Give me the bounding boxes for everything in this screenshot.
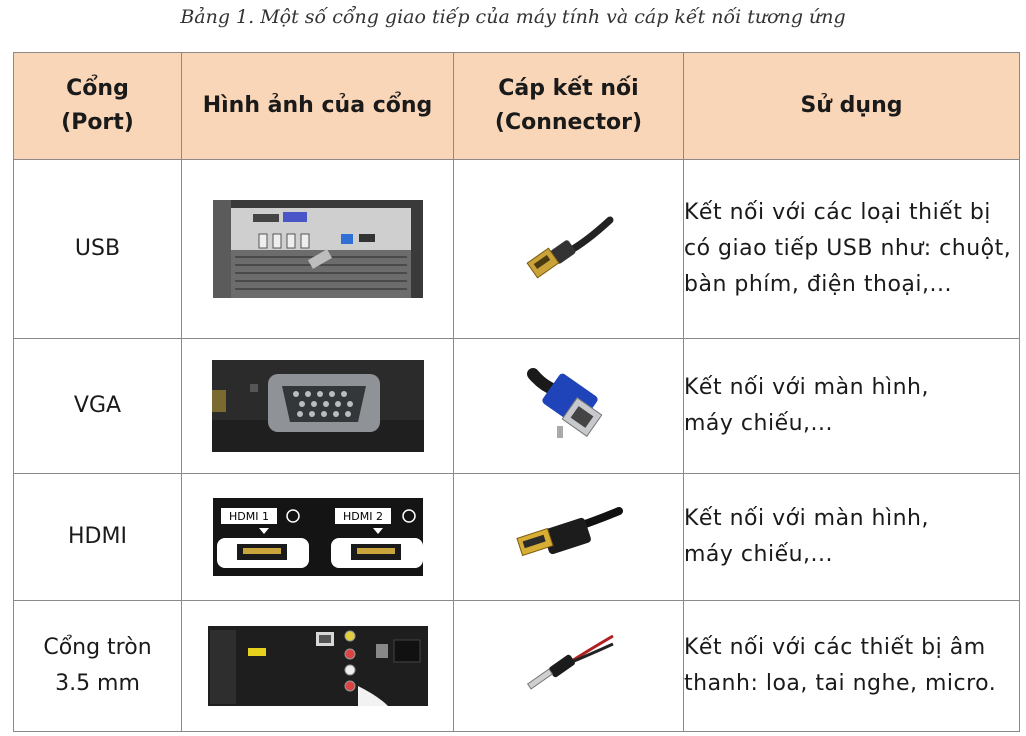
table-row: HDMI HDMI 1 HDMI 2 — [13, 473, 1020, 601]
connector-image-cell — [453, 473, 684, 601]
usage-cell: Kết nối với màn hình, máy chiếu,... — [683, 473, 1020, 601]
connector-image-cell — [453, 338, 684, 474]
header-row: Cổng (Port) Hình ảnh của cổng Cáp kết nố… — [13, 52, 1020, 160]
port-image-cell — [181, 338, 454, 474]
port-image-cell: HDMI 1 HDMI 2 — [181, 473, 454, 601]
table-row: Cổng tròn 3.5 mm — [13, 600, 1020, 732]
port-image-cell — [181, 600, 454, 732]
hdmi-cable-photo — [515, 507, 623, 567]
hdmi-1-label: HDMI 1 — [229, 510, 269, 523]
usb-cable-photo — [524, 214, 614, 284]
header-image: Hình ảnh của cổng — [181, 52, 454, 160]
table-row: USB — [13, 159, 1020, 339]
usage-cell: Kết nối với các loại thiết bị có giao ti… — [683, 159, 1020, 339]
hdmi-port-photo: HDMI 1 HDMI 2 — [212, 498, 423, 576]
audio-jack-port-photo — [207, 626, 428, 706]
vga-cable-photo — [526, 368, 611, 444]
connector-image-cell — [453, 600, 684, 732]
header-connector: Cáp kết nối (Connector) — [453, 52, 684, 160]
table-row: VGA — [13, 338, 1020, 474]
ports-table: Cổng (Port) Hình ảnh của cổng Cáp kết nố… — [13, 52, 1020, 732]
usb-port-photo — [212, 200, 423, 298]
port-name-cell: VGA — [13, 338, 182, 474]
vga-port-photo — [211, 360, 424, 452]
port-name-cell: HDMI — [13, 473, 182, 601]
table-caption: Bảng 1. Một số cổng giao tiếp của máy tí… — [180, 6, 846, 28]
port-image-cell — [181, 159, 454, 339]
header-port: Cổng (Port) — [13, 52, 182, 160]
header-usage: Sử dụng — [683, 52, 1020, 160]
port-name-cell: USB — [13, 159, 182, 339]
hdmi-2-label: HDMI 2 — [343, 510, 383, 523]
connector-image-cell — [453, 159, 684, 339]
usage-cell: Kết nối với màn hình, máy chiếu,... — [683, 338, 1020, 474]
audio-jack-cable-photo — [523, 630, 615, 702]
usage-cell: Kết nối với các thiết bị âm thanh: loa, … — [683, 600, 1020, 732]
port-name-cell: Cổng tròn 3.5 mm — [13, 600, 182, 732]
